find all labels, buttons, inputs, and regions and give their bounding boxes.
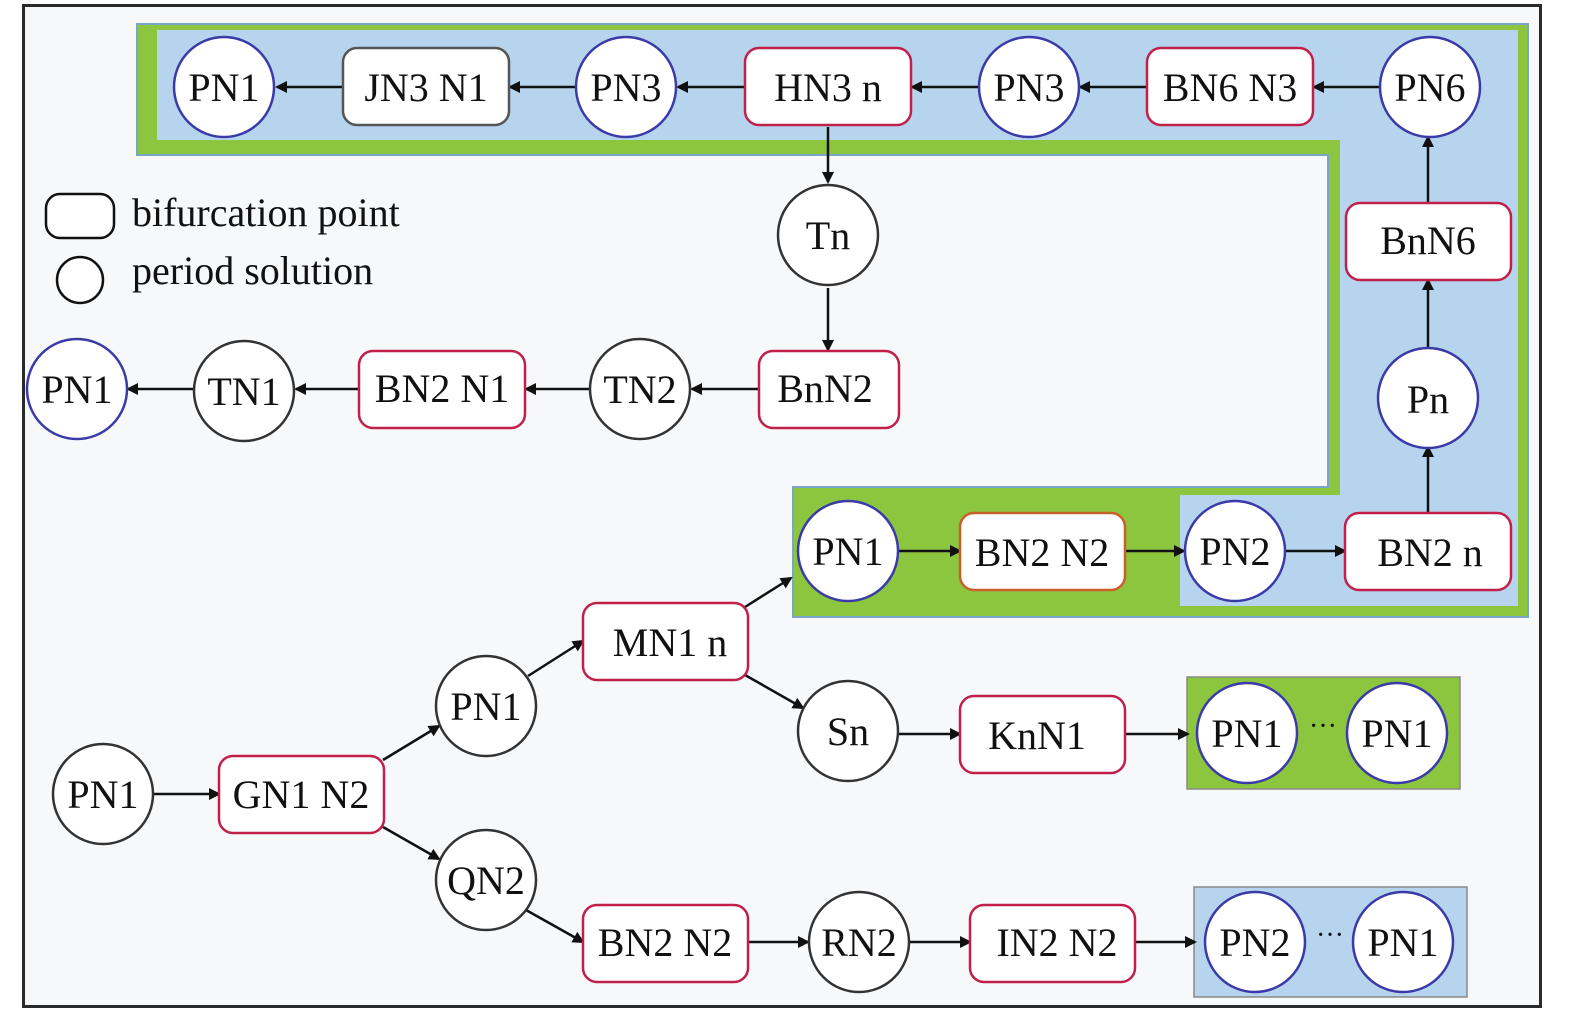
ellipsis-green-group: ··· <box>1309 711 1337 742</box>
edge-qn2-bn2n2 <box>525 908 585 944</box>
node-right-bn2n: BN2 n <box>1343 511 1513 592</box>
node-grp-pn1: PN1 <box>796 499 900 603</box>
node-label: PN1 <box>188 65 259 110</box>
edge-pn1-mn1n <box>527 639 585 678</box>
node-bot-end-b: PN1 <box>1351 890 1455 994</box>
edge-mn1n-sn <box>744 673 805 710</box>
node-top-pn3a: PN3 <box>574 35 678 139</box>
node-label: PN2 <box>1219 920 1290 965</box>
node-low-knn1: KnN1 <box>958 694 1127 775</box>
node-label: PN1 <box>1361 711 1432 756</box>
node-mid-bn2n1: BN2 N1 <box>357 349 527 430</box>
node-low-pn1: PN1 <box>434 654 538 758</box>
node-label: BnN6 <box>1380 218 1476 263</box>
node-label: PN1 <box>41 367 112 412</box>
node-top-bn6n3: BN6 N3 <box>1145 46 1315 127</box>
node-low-start-pn1: PN1 <box>51 742 155 846</box>
legend-bifurcation-label: bifurcation point <box>132 190 400 235</box>
node-low-sn: Sn <box>796 679 900 783</box>
node-right-bnn6: BnN6 <box>1344 201 1513 282</box>
node-label: PN1 <box>1211 711 1282 756</box>
node-label: BN6 N3 <box>1163 65 1297 110</box>
node-right-pn: Pn <box>1376 346 1480 450</box>
node-label: PN3 <box>993 65 1064 110</box>
node-grp-bn2n2: BN2 N2 <box>958 511 1127 592</box>
node-label: BN2 N2 <box>975 530 1109 575</box>
node-label: PN1 <box>1367 920 1438 965</box>
node-mid-tn: Tn <box>776 183 880 287</box>
node-label: TN2 <box>603 367 676 412</box>
node-low-mn1n: MN1 n <box>581 601 750 682</box>
node-mid-tn2: TN2 <box>588 337 692 441</box>
node-label: KnN1 <box>988 713 1086 758</box>
node-label: MN1 n <box>613 620 727 665</box>
ellipsis-blue-group: ··· <box>1316 920 1344 951</box>
edge-mn1n-grp-pn1 <box>744 576 793 609</box>
node-label: TN1 <box>207 369 280 414</box>
legend-period-shape <box>55 255 105 305</box>
edge-gn1n2-qn2 <box>382 825 441 861</box>
node-mid-pn1: PN1 <box>25 337 129 441</box>
node-label: BN2 n <box>1377 530 1483 575</box>
node-label: BN2 N2 <box>598 920 732 965</box>
node-label: Pn <box>1407 377 1449 422</box>
node-low-qn2: QN2 <box>434 828 538 932</box>
node-label: PN1 <box>67 772 138 817</box>
node-grp-pn2: PN2 <box>1183 499 1287 603</box>
node-label: QN2 <box>447 858 525 903</box>
node-label: PN3 <box>590 65 661 110</box>
node-label: Tn <box>806 213 850 258</box>
node-low-gn1n2: GN1 N2 <box>217 754 386 835</box>
node-top-pn6: PN6 <box>1378 35 1482 139</box>
node-low-end1-b: PN1 <box>1345 681 1449 785</box>
edge-gn1n2-pn1 <box>382 724 441 762</box>
node-bot-end-a: PN2 <box>1203 890 1307 994</box>
legend-bifurcation-shape <box>44 192 116 240</box>
node-top-hn3n: HN3 n <box>743 46 913 127</box>
legend-period-label: period solution <box>132 248 373 293</box>
node-low-end1-a: PN1 <box>1195 681 1299 785</box>
node-label: PN2 <box>1199 529 1270 574</box>
node-label: PN6 <box>1394 65 1465 110</box>
node-bot-bn2n2: BN2 N2 <box>581 903 750 984</box>
node-label: Sn <box>827 709 869 754</box>
node-mid-tn1: TN1 <box>192 339 296 443</box>
node-top-jn3n1: JN3 N1 <box>341 46 511 127</box>
node-bot-in2n2: IN2 N2 <box>968 903 1137 984</box>
node-label: HN3 n <box>774 65 882 110</box>
node-mid-bnn2: BnN2 <box>757 349 901 430</box>
node-top-pn1: PN1 <box>172 35 276 139</box>
node-label: PN1 <box>812 529 883 574</box>
node-label: JN3 N1 <box>364 65 487 110</box>
node-label: BN2 N1 <box>375 366 509 411</box>
node-label: BnN2 <box>777 366 873 411</box>
node-label: IN2 N2 <box>996 920 1117 965</box>
node-label: GN1 N2 <box>233 772 370 817</box>
node-bot-rn2: RN2 <box>807 890 911 994</box>
node-label: RN2 <box>821 920 897 965</box>
node-top-pn3b: PN3 <box>977 35 1081 139</box>
node-label: PN1 <box>450 684 521 729</box>
